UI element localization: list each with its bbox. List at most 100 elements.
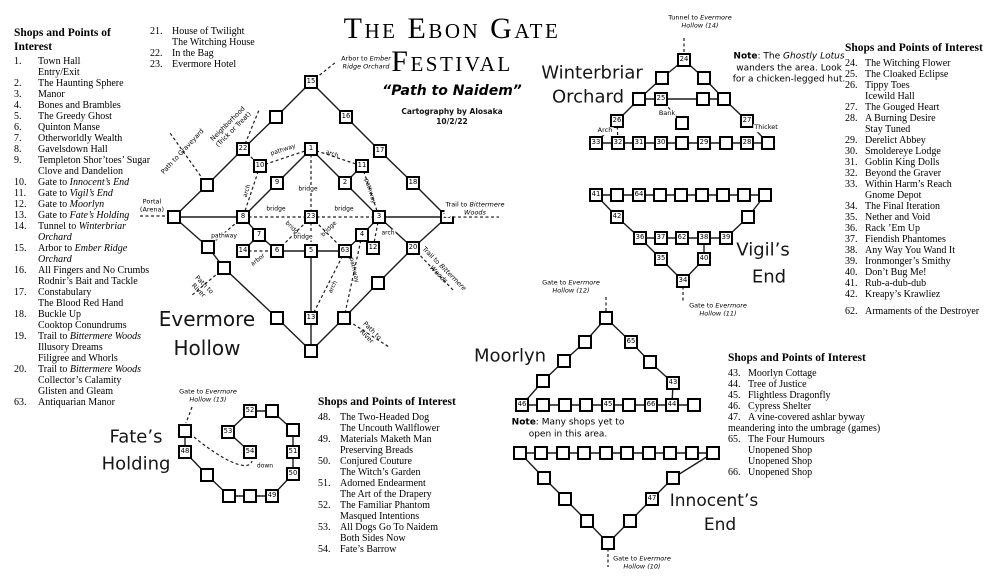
list-item-line: Armaments of the Destroyer xyxy=(865,305,980,317)
list-item-number: 31. xyxy=(845,156,858,168)
list-item-line: Cooktop Conundrums xyxy=(38,320,127,331)
list-item-line: Moorlyn Cottage xyxy=(748,367,817,379)
list-item-line: Orchard xyxy=(38,254,72,265)
list-item-line: Cypress Shelter xyxy=(748,400,812,412)
list-item: 2.The Haunting Sphere xyxy=(14,78,154,89)
list-item-line: The Witching Flower xyxy=(865,57,951,69)
map-node-fU4 xyxy=(243,489,257,503)
list-item-number: 43. xyxy=(728,367,741,379)
list-item-line: Tree of Justice xyxy=(748,378,807,390)
map-node-mU4 xyxy=(643,355,657,369)
list-item: 66.Unopened Shop xyxy=(728,467,906,478)
map-node-30: 30 xyxy=(654,136,668,150)
list-item-line: Quinton Manse xyxy=(38,122,100,133)
map-node-mB5 xyxy=(687,398,701,412)
list-item: 34.The Final Iteration xyxy=(845,201,997,212)
list-item-number: 44. xyxy=(728,378,741,390)
map-node-wU2 xyxy=(697,71,711,85)
list-item-line: Unopened Shop xyxy=(748,455,813,467)
map-node-39: 39 xyxy=(719,231,733,245)
area-label: Hollow xyxy=(173,336,241,361)
list-item-number: 45. xyxy=(728,389,741,401)
map-node-eU8 xyxy=(371,276,385,290)
list-item-line: Entry/Exit xyxy=(38,67,80,78)
list-item: 54.Fate’s Barrow xyxy=(318,544,473,555)
map-node-eU4 xyxy=(201,240,215,254)
list-item-line: Gate to Innocent’s End xyxy=(38,177,130,188)
list-item-number: 13. xyxy=(14,210,27,221)
map-node-16: 16 xyxy=(339,110,353,124)
map-node-42: 42 xyxy=(610,210,624,224)
map-node-4: 4 xyxy=(355,228,369,242)
map-node-wU4 xyxy=(696,92,710,106)
map-node-25: 25 xyxy=(654,92,668,106)
list-item-number: 47. xyxy=(728,411,741,423)
list-item: 45. Flightless Dragonfly xyxy=(728,390,906,401)
map-node-iR1 xyxy=(666,471,680,485)
list-item: 4.Bones and Brambles xyxy=(14,100,154,111)
map-node-35: 35 xyxy=(654,252,668,266)
list-item-number: 6. xyxy=(14,122,22,133)
list-item-line: Icewild Hall xyxy=(865,90,915,102)
page-title: The Ebon Gate xyxy=(343,12,561,45)
map-node-27: 27 xyxy=(740,114,754,128)
map-node-mB2 xyxy=(558,398,572,412)
map-label: bridge xyxy=(292,233,314,241)
map-node-iT8 xyxy=(663,446,677,460)
list-item-number: 30. xyxy=(845,145,858,157)
map-node-14: 14 xyxy=(236,244,250,258)
map-path-dashed xyxy=(310,250,346,319)
list-item: 39.Ironmonger’s Smithy xyxy=(845,256,997,267)
list-item-number: 66. xyxy=(728,466,741,478)
list-item-number: 24. xyxy=(845,57,858,69)
list-item-number: 62. xyxy=(845,305,858,317)
map-node-52: 52 xyxy=(243,404,257,418)
list-item: 37.Fiendish Phantomes xyxy=(845,234,997,245)
map-label: Arch xyxy=(596,126,614,135)
area-label: Moorlyn xyxy=(473,345,547,367)
map-node-mB4 xyxy=(622,398,636,412)
map-node-iT4 xyxy=(577,446,591,460)
map-node-vT6 xyxy=(737,188,751,202)
list-item-number: 32. xyxy=(845,167,858,179)
list-item-number: 15. xyxy=(14,243,27,254)
list-item: 3.Manor xyxy=(14,89,154,100)
map-label: down xyxy=(255,462,275,470)
list-item-number: 16. xyxy=(14,265,27,276)
list-item-line: The Haunting Sphere xyxy=(38,78,124,89)
list-item: 29.Derelict Abbey xyxy=(845,135,997,146)
map-node-34: 34 xyxy=(676,274,690,288)
map-node-mU3 xyxy=(536,374,550,388)
list-item-number: 35. xyxy=(845,211,858,223)
map-node-31: 31 xyxy=(632,136,646,150)
map-node-22: 22 xyxy=(236,142,250,156)
map-node-iT7 xyxy=(642,446,656,460)
map-label: Bank xyxy=(657,109,677,118)
map-node-26: 26 xyxy=(610,114,624,128)
list-item-number: 46. xyxy=(728,400,741,412)
map-node-vT5 xyxy=(716,188,730,202)
list-item-line: Flightless Dragonfly xyxy=(748,389,831,401)
list-item-number: 34. xyxy=(845,200,858,212)
map-node-28: 28 xyxy=(740,136,754,150)
list-item-number: 12. xyxy=(14,199,27,210)
map-path xyxy=(223,267,278,319)
list-item-number: 22. xyxy=(150,48,163,59)
map-node-iT5 xyxy=(599,446,613,460)
list-item-number: 36. xyxy=(845,222,858,234)
list-item-number: 10. xyxy=(14,177,27,188)
list-item-number: 27. xyxy=(845,101,858,113)
list-item-number: 8. xyxy=(14,144,22,155)
